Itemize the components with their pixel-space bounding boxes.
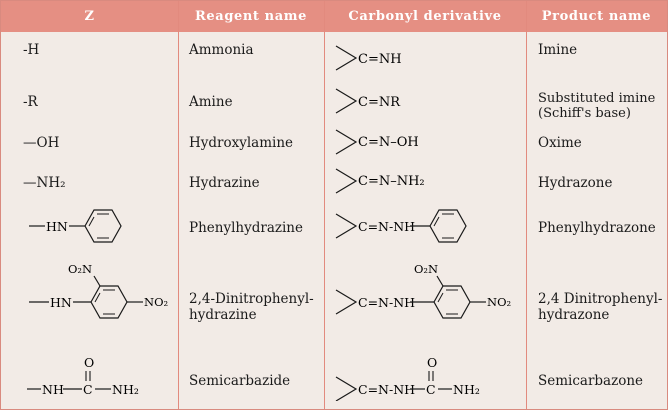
product-name: Substituted imine (Schiff's base) — [538, 91, 656, 121]
carbonyl-derivative-structure: C=NH — [335, 45, 402, 71]
product-name: Phenylhydrazone — [538, 220, 656, 236]
reagent-name: Phenylhydrazine — [189, 220, 303, 236]
product-name: Oxime — [538, 135, 582, 151]
carbon-label: C — [426, 382, 436, 397]
column-divider — [526, 1, 527, 409]
carbonyl-derivative-structure: C=N–NH₂ — [335, 168, 425, 194]
table-header: Z Reagent name Carbonyl derivative Produ… — [1, 1, 667, 32]
no2-label: NO₂ — [487, 295, 511, 309]
derivative-text: C=N–NH₂ — [358, 174, 425, 189]
dnp-z-structure: O₂N HN NO₂ — [29, 262, 168, 319]
carbonyl-derivative-structure: O₂N C=N-NH NO₂ — [335, 262, 511, 319]
nh2-label: NH₂ — [112, 382, 139, 397]
carbonyl-derivative-structure: C=NR — [335, 88, 401, 114]
phenylhydrazine-z-structure: HN — [29, 209, 122, 243]
benzene-ring-icon — [433, 285, 471, 319]
o2n-label: O₂N — [414, 262, 438, 276]
derivative-text: C=N-NH — [358, 295, 415, 310]
column-divider — [324, 1, 325, 409]
carbonyl-derivative-structure: C=N–OH — [335, 129, 419, 155]
header-z: Z — [84, 9, 95, 24]
reagent-name: Amine — [189, 94, 233, 110]
semicarbazide-z-structure: O NH C NH₂ — [27, 355, 139, 397]
derivative-text: C=NH — [358, 52, 402, 67]
z-value: —NH₂ — [23, 175, 66, 191]
nh-label: NH — [42, 382, 64, 397]
hn-label: HN — [50, 295, 72, 310]
header-carbonyl-derivative: Carbonyl derivative — [348, 9, 502, 24]
product-name: Hydrazone — [538, 175, 613, 191]
product-name: Semicarbazone — [538, 373, 644, 389]
carbonyl-o-label: O — [427, 355, 437, 370]
derivative-text: C=N-NH — [358, 219, 415, 234]
carbon-label: C — [83, 382, 93, 397]
reagent-name: 2,4-Dinitrophenyl- hydrazine — [189, 291, 314, 323]
product-name: Imine — [538, 42, 578, 58]
reagent-name: Ammonia — [189, 42, 254, 58]
header-product-name: Product name — [541, 9, 652, 24]
benzene-ring-icon — [90, 285, 128, 319]
o2n-label: O₂N — [68, 262, 92, 276]
carbonyl-derivative-structure: C=N-NH — [335, 209, 467, 243]
derivative-text: C=NR — [358, 95, 401, 110]
z-value: -R — [23, 94, 38, 110]
reagent-name: Semicarbazide — [189, 373, 291, 389]
carbonyl-o-label: O — [84, 355, 94, 370]
header-reagent-name: Reagent name — [195, 9, 307, 24]
derivative-text: C=N–OH — [358, 135, 419, 150]
no2-label: NO₂ — [144, 295, 168, 309]
benzene-ring-icon — [84, 209, 122, 243]
column-divider — [178, 1, 179, 409]
reagent-name: Hydroxylamine — [189, 135, 294, 151]
derivative-text: C=N-NH — [358, 382, 415, 397]
z-value: —OH — [23, 135, 60, 151]
benzene-ring-icon — [429, 209, 467, 243]
z-value: -H — [23, 42, 40, 58]
hn-label: HN — [46, 219, 68, 234]
carbonyl-derivative-structure: O C=N-NH C NH₂ — [335, 355, 480, 401]
nh2-label: NH₂ — [453, 382, 480, 397]
product-name: 2,4 Dinitrophenyl- hydrazone — [538, 291, 663, 323]
reagent-name: Hydrazine — [189, 175, 260, 191]
